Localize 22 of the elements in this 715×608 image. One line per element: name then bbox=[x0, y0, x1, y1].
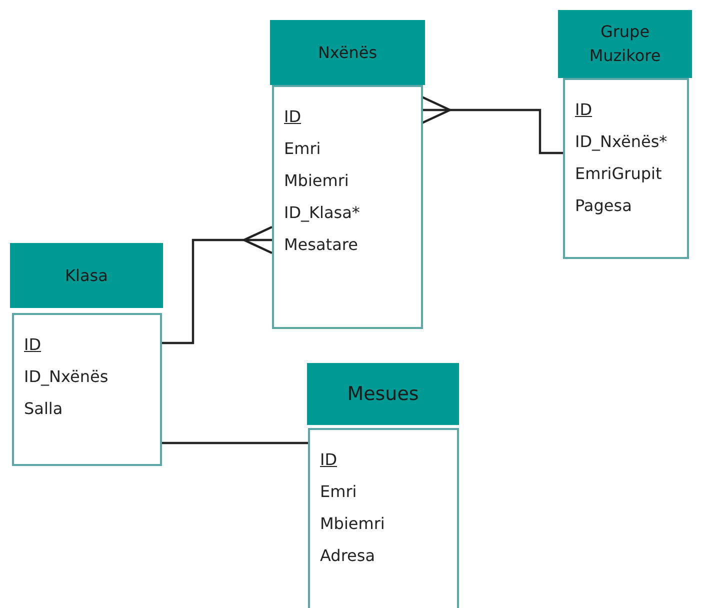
primary-key-field: ID bbox=[575, 94, 592, 126]
field-name: EmriGrupit bbox=[575, 163, 662, 185]
field-name: Pagesa bbox=[575, 195, 632, 217]
field-name: Emri bbox=[284, 138, 321, 160]
table-name: Mesues bbox=[347, 382, 419, 407]
table-name: Klasa bbox=[65, 264, 108, 286]
field-name: Adresa bbox=[320, 545, 376, 567]
field-name: Mesatare bbox=[284, 234, 358, 256]
field-name: Emri bbox=[320, 481, 357, 503]
table-name: Grupe Muzikore bbox=[588, 21, 662, 67]
field-name: Mbiemri bbox=[284, 170, 349, 192]
field-name: Salla bbox=[24, 398, 63, 420]
primary-key-field: ID bbox=[320, 444, 338, 476]
field-name: Mbiemri bbox=[320, 513, 385, 535]
field-name: ID_Nxënës bbox=[24, 366, 108, 388]
primary-key-field: ID bbox=[24, 329, 42, 361]
primary-key-field: ID bbox=[284, 101, 302, 133]
relationship-line bbox=[161, 442, 308, 444]
relationship-line bbox=[161, 226, 274, 344]
field-name: ID_Nxënës* bbox=[575, 131, 668, 153]
table-name: Nxënës bbox=[318, 42, 378, 64]
field-name: ID_Klasa* bbox=[284, 202, 360, 224]
